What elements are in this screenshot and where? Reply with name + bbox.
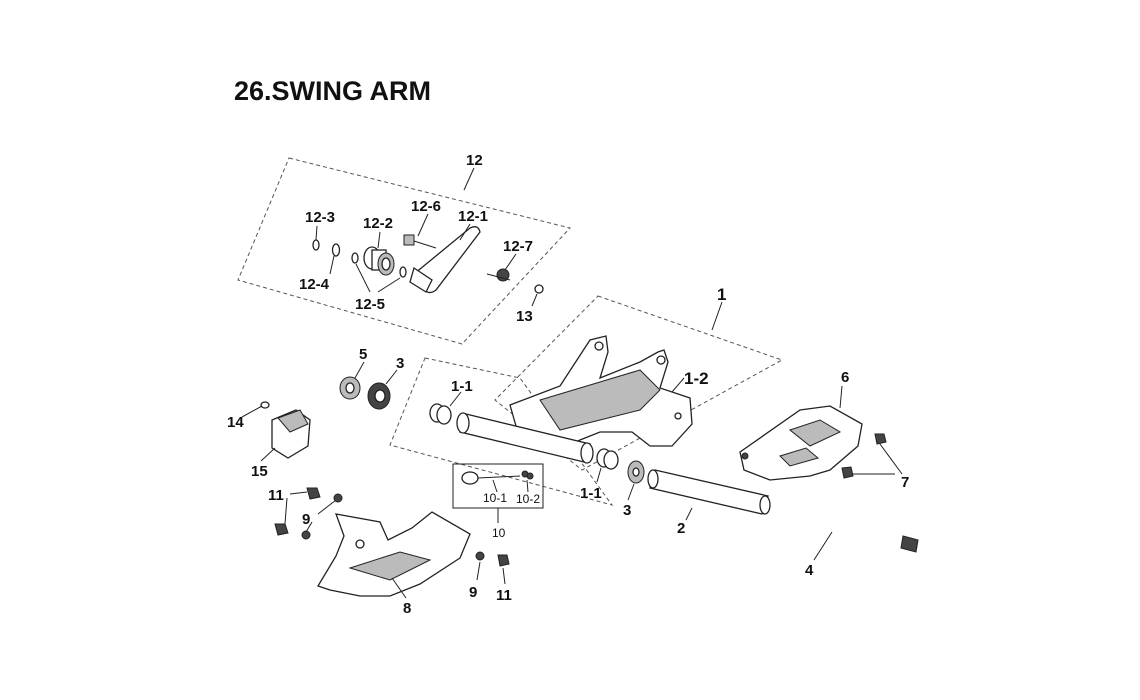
- label-9-bottom: 9: [469, 584, 477, 601]
- part-12-5-washer-left: [351, 252, 359, 264]
- part-4-pivot-bolt: [777, 506, 919, 553]
- part-13-washer: [534, 284, 544, 294]
- label-12-4: 12-4: [299, 276, 330, 293]
- callout-labels: 12 12-3 12-2 12-6 12-1 12-7 12-4 12-5 13…: [227, 152, 909, 617]
- part-15-rubber-block: [271, 409, 311, 459]
- part-7-bolt-upper: [874, 433, 887, 445]
- part-9-nut-bottom: [475, 551, 485, 561]
- part-1-1-bushing-left: [429, 403, 452, 425]
- part-12-2-bushing: [363, 246, 395, 276]
- part-swing-arm-pivot-tube: [456, 412, 594, 464]
- label-13: 13: [516, 308, 533, 325]
- label-3-left: 3: [396, 355, 404, 372]
- label-1: 1: [717, 285, 726, 304]
- part-12-7-spring: [486, 268, 511, 282]
- part-7-bolt-lower: [841, 466, 854, 479]
- label-15: 15: [251, 463, 268, 480]
- part-6-chain-guard: [739, 405, 863, 481]
- label-11-bottom: 11: [496, 587, 512, 604]
- label-3-right: 3: [623, 502, 631, 519]
- label-10-2: 10-2: [516, 492, 540, 506]
- label-6: 6: [841, 369, 849, 386]
- label-14: 14: [227, 414, 244, 431]
- part-12-5-washer-right: [399, 266, 407, 278]
- label-12: 12: [466, 152, 483, 169]
- leader-lines: [241, 167, 903, 599]
- part-14-washer: [260, 401, 270, 409]
- label-10-1: 10-1: [483, 491, 507, 505]
- page-title: 26.SWING ARM: [234, 76, 432, 106]
- label-1-1-left: 1-1: [451, 378, 473, 395]
- part-2-sleeve-tube: [647, 469, 771, 515]
- part-12-6-bolt: [403, 234, 437, 249]
- group-1-box: [389, 295, 784, 506]
- group-12-box: [237, 157, 571, 345]
- label-4: 4: [805, 562, 814, 579]
- part-1-1-bushing-right: [596, 448, 619, 470]
- part-3-bearing-right: [627, 460, 645, 484]
- label-1-1-right: 1-1: [580, 485, 602, 502]
- part-1-2-swing-arm-frame: [509, 335, 693, 451]
- label-7: 7: [901, 474, 909, 491]
- label-8: 8: [403, 600, 411, 617]
- part-8-lower-cover: [317, 511, 471, 597]
- part-12-3-washer: [312, 239, 320, 251]
- part-3-bearing-left: [367, 382, 391, 410]
- label-1-2: 1-2: [684, 369, 709, 388]
- label-9-left: 9: [302, 511, 310, 528]
- label-12-1: 12-1: [458, 208, 488, 225]
- label-12-7: 12-7: [503, 238, 533, 255]
- label-12-5: 12-5: [355, 296, 385, 313]
- part-12-4-washer: [331, 243, 341, 257]
- label-2: 2: [677, 520, 685, 537]
- label-12-2: 12-2: [363, 215, 393, 232]
- label-10: 10: [492, 526, 506, 540]
- label-12-3: 12-3: [305, 209, 335, 226]
- label-11-left: 11: [268, 487, 284, 504]
- part-11-bolt-upper: [306, 487, 321, 500]
- part-9-nut-lower: [301, 530, 311, 540]
- part-11-bolt-lower: [274, 523, 289, 536]
- label-5: 5: [359, 346, 367, 363]
- part-5-nut: [339, 376, 361, 400]
- part-11-bolt-bottom: [497, 554, 510, 567]
- part-12-1-link: [409, 226, 481, 294]
- label-12-6: 12-6: [411, 198, 441, 215]
